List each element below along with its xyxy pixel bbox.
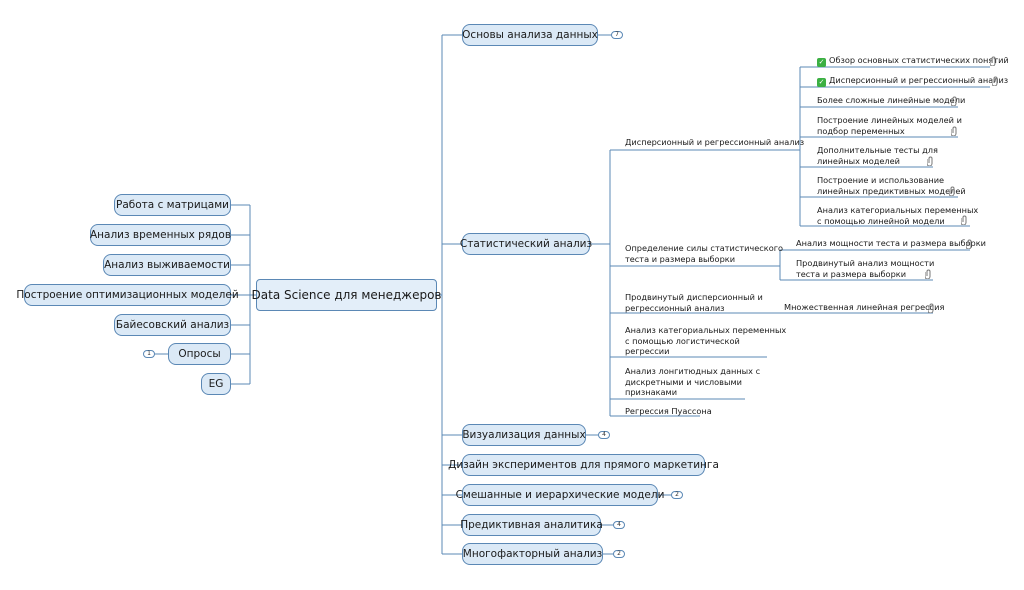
subtopic-label: Продвинутый дисперсионный и xyxy=(625,292,763,302)
paperclip-icon[interactable] xyxy=(949,186,956,196)
topic-time-series[interactable]: Анализ временных рядов xyxy=(90,224,231,246)
topic-label: Визуализация данных xyxy=(462,429,586,441)
topic-mixed-models[interactable]: Смешанные и иерархические модели xyxy=(456,484,664,506)
topic-visualization-count-badge[interactable]: 4 xyxy=(598,431,610,439)
subtopic-logistic[interactable]: Анализ категориальных переменных с помощ… xyxy=(625,325,786,357)
central-topic[interactable]: Data Science для менеджеров xyxy=(252,279,442,311)
power-child-sample-size[interactable]: Анализ мощности теста и размера выборки xyxy=(796,238,986,249)
topic-multivariate-analysis[interactable]: Многофакторный анализ xyxy=(462,543,603,565)
subtopic-poisson[interactable]: Регрессия Пуассона xyxy=(625,406,712,417)
subtopic-label: дискретными и числовыми xyxy=(625,376,742,387)
topic-bayesian[interactable]: Байесовский анализ xyxy=(114,314,231,336)
paperclip-icon[interactable] xyxy=(961,215,968,225)
topic-matrices[interactable]: Работа с матрицами xyxy=(114,194,231,216)
paperclip-icon[interactable] xyxy=(951,96,958,106)
subtopic-advanced-anova[interactable]: Продвинутый дисперсионный и регрессионны… xyxy=(625,292,763,313)
subtopic-power[interactable]: Определение силы статистического теста и… xyxy=(625,243,783,264)
paperclip-icon[interactable] xyxy=(928,303,935,313)
topic-label: Статистический анализ xyxy=(459,238,593,250)
subtopic-label: признаками xyxy=(625,387,678,397)
topic-statistical-analysis[interactable]: Статистический анализ xyxy=(459,233,593,255)
paperclip-icon[interactable] xyxy=(951,126,958,136)
checkmark-icon: ✓ xyxy=(817,78,826,87)
power-child-advanced[interactable]: Продвинутый анализ мощности теста и разм… xyxy=(796,258,934,279)
checkmark-icon: ✓ xyxy=(817,58,826,67)
anova-child-anova[interactable]: ✓Дисперсионный и регрессионный анализ xyxy=(817,75,1008,87)
anova-child-basics[interactable]: ✓Обзор основных статистических понятий xyxy=(817,55,1009,67)
topic-label: Построение оптимизационных моделей xyxy=(16,289,239,301)
paperclip-icon[interactable] xyxy=(992,76,999,86)
topic-basics-count-badge[interactable]: 7 xyxy=(611,31,623,39)
topic-survival[interactable]: Анализ выживаемости xyxy=(103,254,231,276)
subtopic-longitudinal[interactable]: Анализ лонгитюдных данных с дискретными … xyxy=(625,366,760,398)
subtopic-label: Дисперсионный и регрессионный анализ xyxy=(625,137,805,147)
child-label: Построение и использование xyxy=(817,175,945,185)
topic-label: Работа с матрицами xyxy=(116,199,229,211)
topic-mixed-models-count-badge[interactable]: 2 xyxy=(671,491,683,499)
subtopic-label: Определение силы статистического xyxy=(625,243,784,253)
topic-multivariate-count-badge[interactable]: 2 xyxy=(613,550,625,558)
child-label: Продвинутый анализ мощности xyxy=(796,258,935,268)
paperclip-icon[interactable] xyxy=(990,56,997,66)
topic-surveys-count-badge[interactable]: 1 xyxy=(143,350,155,358)
topic-predictive-analytics[interactable]: Предиктивная аналитика xyxy=(460,514,603,536)
topic-surveys[interactable]: Опросы xyxy=(168,343,231,365)
topic-label: EG xyxy=(208,378,224,390)
anova-child-model-building[interactable]: Построение линейных моделей и подбор пер… xyxy=(817,115,962,136)
topic-label: Предиктивная аналитика xyxy=(460,519,603,531)
subtopic-label: регрессионный анализ xyxy=(625,302,725,313)
paperclip-icon[interactable] xyxy=(966,239,973,249)
topic-eg[interactable]: EG xyxy=(201,373,231,395)
anova-child-categorical[interactable]: Анализ категориальных переменных с помощ… xyxy=(817,205,978,226)
paperclip-icon[interactable] xyxy=(925,269,932,279)
topic-optimization[interactable]: Построение оптимизационных моделей xyxy=(16,284,239,306)
topic-data-visualization[interactable]: Визуализация данных xyxy=(462,424,586,446)
topic-label: Дизайн экспериментов для прямого маркети… xyxy=(448,459,719,471)
subtopic-label: регрессии xyxy=(625,346,670,356)
paperclip-icon[interactable] xyxy=(927,156,934,166)
child-label: Более сложные линейные модели xyxy=(817,95,966,105)
child-label: Анализ категориальных переменных xyxy=(817,205,979,215)
child-label: с помощью линейной модели xyxy=(817,215,945,226)
subtopic-anova[interactable]: Дисперсионный и регрессионный анализ xyxy=(625,137,804,148)
child-label: теста и размера выборки xyxy=(796,268,907,279)
topic-label: Смешанные и иерархические модели xyxy=(455,489,665,501)
anova-child-extra-tests[interactable]: Дополнительные тесты для линейных моделе… xyxy=(817,145,938,166)
child-label: Множественная линейная регрессия xyxy=(784,302,945,312)
topic-label: Анализ временных рядов xyxy=(89,229,232,241)
child-label: линейных предиктивных моделей xyxy=(817,185,966,196)
central-topic-label: Data Science для менеджеров xyxy=(251,288,442,302)
topic-label: Опросы xyxy=(178,348,221,360)
anova-child-complex-models[interactable]: Более сложные линейные модели xyxy=(817,95,965,106)
topic-label: Многофакторный анализ xyxy=(462,548,603,560)
subtopic-label: Анализ категориальных переменных xyxy=(625,325,787,335)
topic-label: Анализ выживаемости xyxy=(104,259,230,271)
topic-data-analysis-basics[interactable]: Основы анализа данных xyxy=(462,24,598,46)
child-label: подбор переменных xyxy=(817,125,905,136)
topic-experiment-design[interactable]: Дизайн экспериментов для прямого маркети… xyxy=(448,454,719,476)
topic-label: Основы анализа данных xyxy=(462,29,598,41)
subtopic-label: Регрессия Пуассона xyxy=(625,406,712,416)
subtopic-label: Анализ лонгитюдных данных с xyxy=(625,366,761,376)
child-label: Обзор основных статистических понятий xyxy=(829,55,1009,65)
child-label: Анализ мощности теста и размера выборки xyxy=(796,238,986,248)
subtopic-label: с помощью логистической xyxy=(625,335,740,346)
child-label: линейных моделей xyxy=(817,155,901,166)
adv-child-multiple-regression[interactable]: Множественная линейная регрессия xyxy=(784,302,944,313)
topic-predictive-count-badge[interactable]: 4 xyxy=(613,521,625,529)
anova-child-predictive-models[interactable]: Построение и использование линейных пред… xyxy=(817,175,966,196)
topic-label: Байесовский анализ xyxy=(115,319,230,331)
child-label: Построение линейных моделей и xyxy=(817,115,962,125)
child-label: Дисперсионный и регрессионный анализ xyxy=(829,75,1009,85)
subtopic-label: теста и размера выборки xyxy=(625,253,736,264)
child-label: Дополнительные тесты для xyxy=(817,145,938,155)
